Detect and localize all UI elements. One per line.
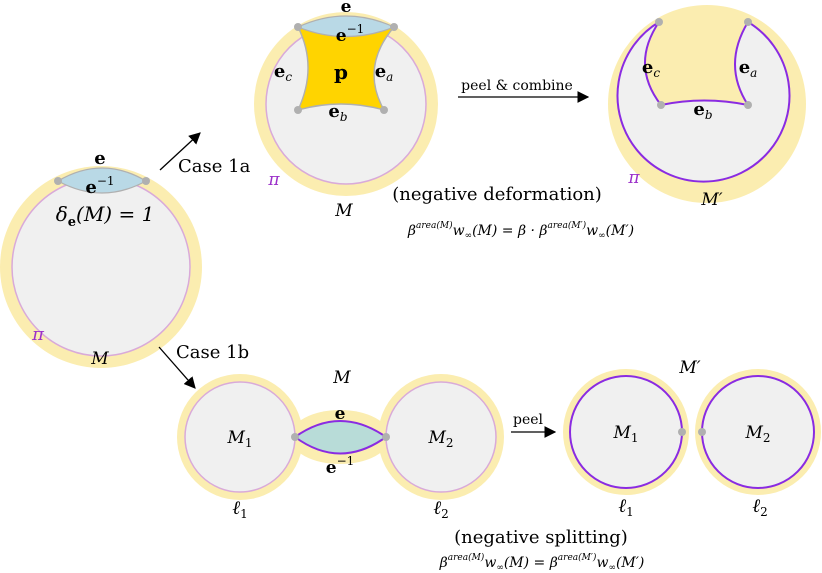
left-label-e: e (94, 148, 105, 169)
case1b-map-M: M1 M2 e e−1 ℓ1 ℓ2 (177, 374, 504, 521)
case1a-label-M: M (334, 201, 353, 221)
case1b-right-label-M2: M2 (744, 423, 770, 445)
case1b-label-l2: ℓ2 (433, 497, 449, 521)
case1b-label-e: e (335, 404, 346, 424)
case1b-right-label-M1: M1 (612, 423, 638, 445)
case1a-arrow (159, 132, 201, 171)
case1a-right-label-pi: π (627, 168, 640, 188)
case1a-right-label-eb: eb (693, 99, 712, 122)
case1a-right-label-M: M′ (700, 190, 722, 210)
case1b-caption: (negative splitting) (454, 527, 628, 548)
left-map: e e−1 δe(M) = 1 π M (0, 148, 202, 369)
case1a-vertex-br (380, 106, 388, 114)
case1a-caption: (negative deformation) (392, 184, 602, 205)
case1a-label-ea: ea (375, 61, 394, 84)
case1a-label: Case 1a (178, 156, 251, 177)
case1a-right-vertex-tr (744, 18, 752, 26)
left-label-pi: π (31, 324, 45, 345)
case1b-vertex-right (382, 433, 390, 441)
case1a-label-ec: ec (274, 61, 292, 84)
case1b-right-label-M: M′ (678, 358, 700, 378)
case1b-label-l1: ℓ1 (232, 497, 248, 521)
case1b-right-label-l2: ℓ2 (752, 495, 768, 519)
case1b-right-vertex-left (678, 428, 686, 436)
case1b-label-M2: M2 (427, 428, 453, 450)
case1b-vertex-left (291, 433, 299, 441)
case1a-arrow-label: peel & combine (461, 78, 573, 94)
case1b-arrow-label: peel (513, 412, 544, 428)
case1a-right-region (616, 20, 791, 183)
left-vertex-b (142, 177, 150, 185)
case1a-label-p: p (334, 60, 348, 84)
case1b-label-e-inverse: e−1 (326, 454, 355, 478)
case1b-label-M1: M1 (226, 428, 252, 450)
case1a-right-vertex-bl (657, 101, 665, 109)
case1a-map-M: e e−1 p ec ea eb π M (254, 0, 438, 221)
case1a-equation: βarea(M)w∞(M) = β · βarea(M′)w∞(M′) (407, 220, 634, 241)
case1a-label-eb: eb (328, 101, 347, 124)
case1a-label-pi: π (267, 170, 280, 190)
case1a-right-vertex-br (744, 101, 752, 109)
case1b-right-vertex-right (698, 428, 706, 436)
case1a-vertex-tl (294, 23, 302, 31)
left-label-M: M (90, 349, 109, 369)
case1b-right-label-l1: ℓ1 (618, 495, 634, 519)
case1a-right-label-ec: ec (642, 57, 660, 80)
case1a-label-e: e (341, 0, 352, 17)
case1a-vertex-tr (390, 23, 398, 31)
case1a-right-vertex-tl (655, 18, 663, 26)
case1a-vertex-bl (294, 106, 302, 114)
case1b-label-M: M (332, 368, 351, 388)
left-vertex-a (54, 177, 62, 185)
case1a-map-M-prime: ec ea eb π M′ (608, 5, 806, 210)
case1a-right-label-ea: ea (739, 57, 758, 80)
case1b-equation: βarea(M)w∞(M) = βarea(M′)w∞(M′) (439, 552, 645, 573)
case1b-label: Case 1b (176, 342, 249, 363)
left-label-e-inverse: e−1 (85, 174, 114, 198)
case1b-arrow (158, 346, 196, 389)
case1b-map-M-prime: M1 M2 ℓ1 ℓ2 (563, 369, 821, 519)
case1a-label-e-inverse: e−1 (336, 22, 365, 46)
left-label-delta: δe(M) = 1 (56, 202, 155, 230)
